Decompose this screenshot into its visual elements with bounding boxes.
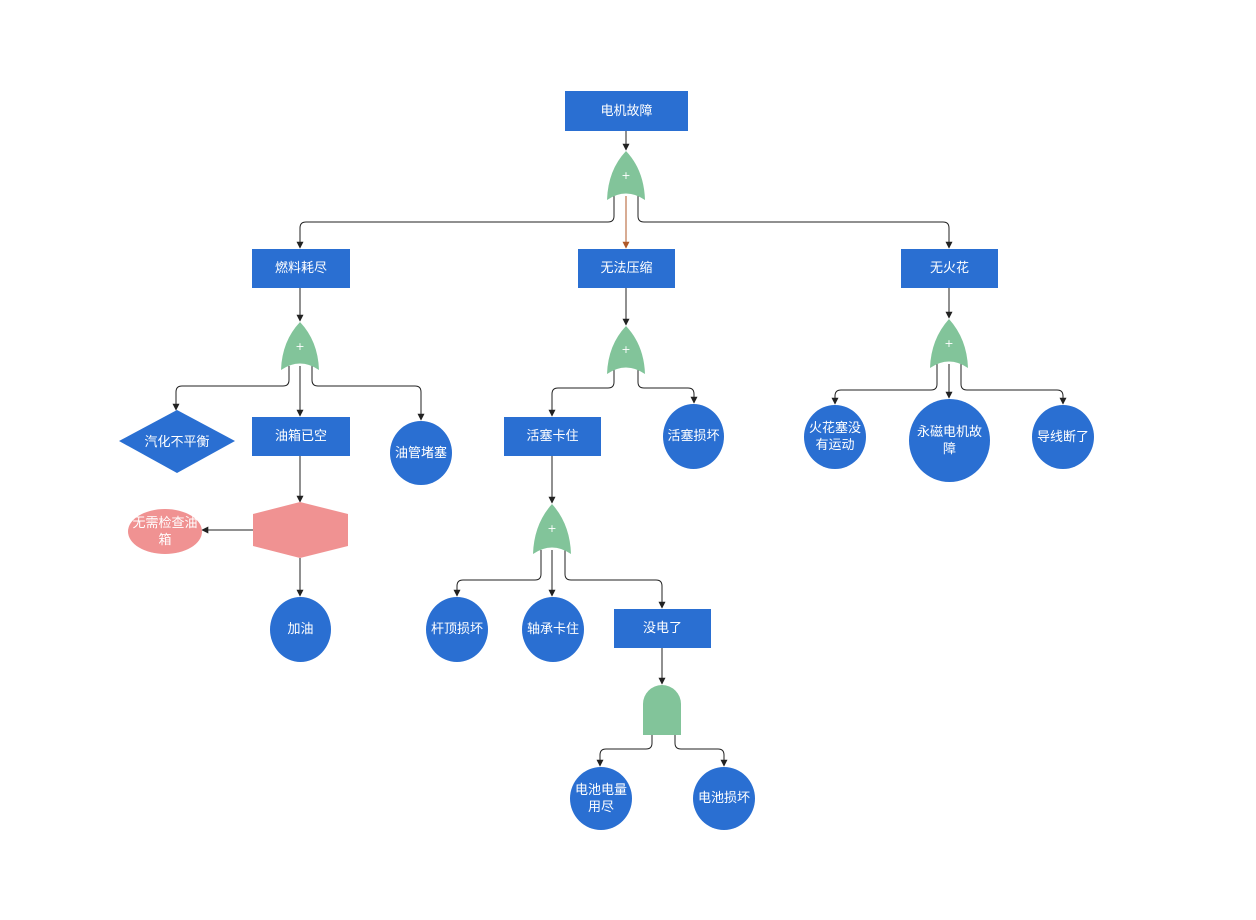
connector-gate4-power: [564, 550, 666, 609]
event-wire-broken[interactable]: 导线断了: [1032, 405, 1094, 469]
connector-gate4-rod: [453, 550, 542, 597]
or-gate-fuel: [281, 322, 319, 370]
event-battery-empty[interactable]: 电池电量用尽: [570, 767, 632, 830]
or-gate-compress: [607, 326, 645, 374]
or-gate-fuel-symbol: +: [295, 340, 305, 353]
event-magnet-motor-fault[interactable]: 永磁电机故障: [909, 399, 990, 482]
connector-gate6-wire: [960, 364, 1067, 405]
connector-gate5-battempty: [596, 735, 653, 767]
event-fuel-exhausted[interactable]: 燃料耗尽: [252, 249, 350, 288]
diamond-vaporize: [119, 410, 235, 473]
event-vaporize-label[interactable]: 汽化不平衡: [144, 434, 210, 450]
event-rod-damaged[interactable]: 杆顶损坏: [426, 597, 488, 662]
connector-gate5-battdamage: [674, 735, 728, 767]
or-gate-piston: [533, 504, 571, 554]
decision-hexagon: [253, 502, 348, 558]
event-pipe-blocked[interactable]: 油管堵塞: [390, 421, 452, 485]
or-gate-piston-symbol: +: [547, 522, 557, 535]
event-piston-damaged[interactable]: 活塞损坏: [663, 404, 724, 469]
or-gate-spark-symbol: +: [944, 337, 954, 350]
event-no-power[interactable]: 没电了: [614, 609, 711, 648]
event-no-compression[interactable]: 无法压缩: [578, 249, 675, 288]
connector-gate1-fuel: [296, 196, 615, 249]
connector-gate3-pistondamage: [637, 370, 698, 404]
event-no-spark[interactable]: 无火花: [901, 249, 998, 288]
or-gate-compress-symbol: +: [621, 343, 631, 356]
and-gate-power: [643, 685, 681, 735]
connector-gate2-pipe: [311, 366, 425, 421]
event-tank-empty[interactable]: 油箱已空: [252, 417, 350, 456]
or-gate-top-symbol: +: [621, 169, 631, 182]
or-gate-top: [607, 151, 645, 200]
connector-gate3-piston: [548, 370, 615, 417]
or-gate-spark: [930, 319, 968, 368]
connector-gate1-spark: [637, 196, 953, 249]
connector-gate2-vaporize: [172, 366, 290, 411]
event-battery-damaged[interactable]: 电池损坏: [693, 767, 755, 830]
condition-no-check-tank[interactable]: 无需检查油箱: [128, 509, 202, 554]
event-refuel[interactable]: 加油: [270, 597, 331, 662]
event-spark-plug-idle[interactable]: 火花塞没有运动: [804, 405, 866, 469]
connector-gate6-plug: [831, 364, 938, 405]
event-bearing-stuck[interactable]: 轴承卡住: [522, 597, 584, 662]
event-top-motor-fault[interactable]: 电机故障: [565, 91, 688, 131]
event-piston-stuck[interactable]: 活塞卡住: [504, 417, 601, 456]
